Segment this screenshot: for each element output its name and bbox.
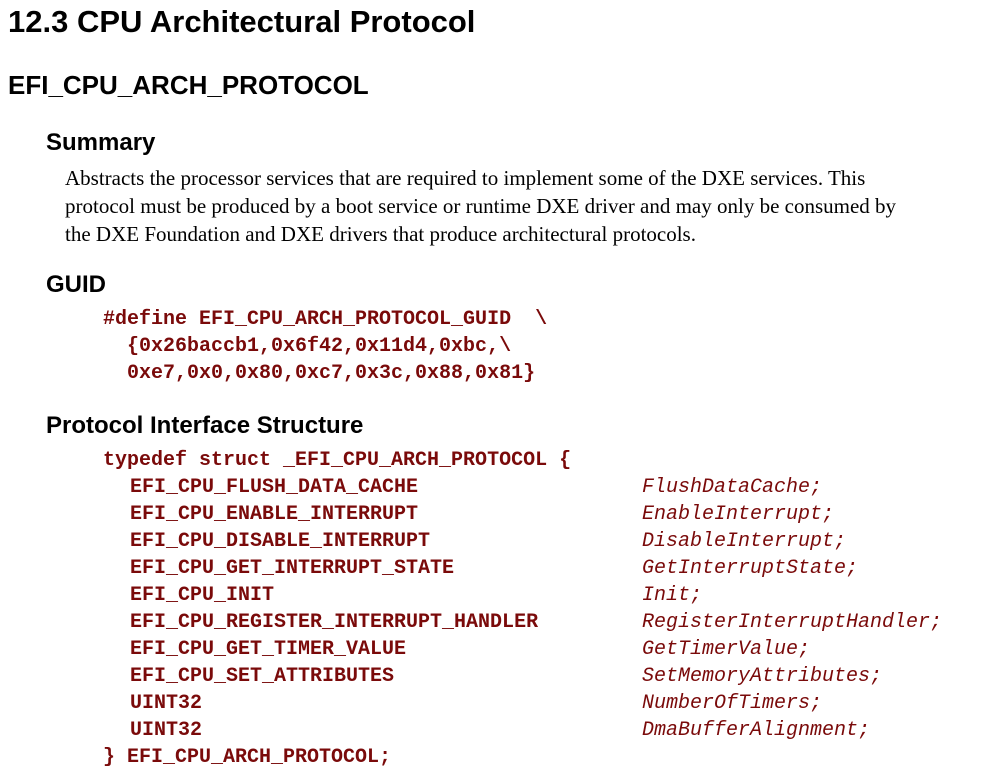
member-name: EnableInterrupt;: [642, 503, 835, 526]
member-name: RegisterInterruptHandler;: [642, 611, 943, 634]
member-name: SetMemoryAttributes;: [642, 665, 883, 688]
summary-line: Abstracts the processor services that ar…: [65, 166, 866, 190]
summary-line: protocol must be produced by a boot serv…: [65, 194, 897, 218]
member-name: DmaBufferAlignment;: [642, 719, 871, 742]
member-type: EFI_CPU_ENABLE_INTERRUPT: [130, 503, 419, 526]
guid-define-line: #define EFI_CPU_ARCH_PROTOCOL_GUID \: [103, 308, 548, 331]
struct-open-line: typedef struct _EFI_CPU_ARCH_PROTOCOL {: [103, 449, 572, 472]
section-title: 12.3 CPU Architectural Protocol: [8, 4, 476, 39]
member-name: FlushDataCache;: [642, 476, 823, 499]
member-type: EFI_CPU_DISABLE_INTERRUPT: [130, 530, 431, 553]
guid-heading: GUID: [46, 271, 106, 298]
protocol-name-heading: EFI_CPU_ARCH_PROTOCOL: [8, 70, 369, 100]
member-type: EFI_CPU_REGISTER_INTERRUPT_HANDLER: [130, 611, 539, 634]
member-name: NumberOfTimers;: [642, 692, 823, 715]
member-type: UINT32: [130, 719, 203, 742]
member-type: EFI_CPU_GET_TIMER_VALUE: [130, 638, 407, 661]
member-name: GetTimerValue;: [642, 638, 811, 661]
summary-paragraph: Abstracts the processor services that ar…: [65, 164, 995, 248]
member-type: UINT32: [130, 692, 203, 715]
guid-value-line: {0x26baccb1,0x6f42,0x11d4,0xbc,\: [103, 335, 512, 358]
member-name: GetInterruptState;: [642, 557, 859, 580]
member-type: EFI_CPU_FLUSH_DATA_CACHE: [130, 476, 419, 499]
interface-heading: Protocol Interface Structure: [46, 412, 364, 439]
member-name: Init;: [642, 584, 703, 607]
member-name: DisableInterrupt;: [642, 530, 847, 553]
member-type: EFI_CPU_GET_INTERRUPT_STATE: [130, 557, 455, 580]
guid-value-line: 0xe7,0x0,0x80,0xc7,0x3c,0x88,0x81}: [103, 362, 536, 385]
struct-close-line: } EFI_CPU_ARCH_PROTOCOL;: [103, 746, 392, 769]
member-type: EFI_CPU_INIT: [130, 584, 275, 607]
member-type: EFI_CPU_SET_ATTRIBUTES: [130, 665, 395, 688]
summary-line: the DXE Foundation and DXE drivers that …: [65, 222, 696, 246]
summary-heading: Summary: [46, 129, 156, 156]
